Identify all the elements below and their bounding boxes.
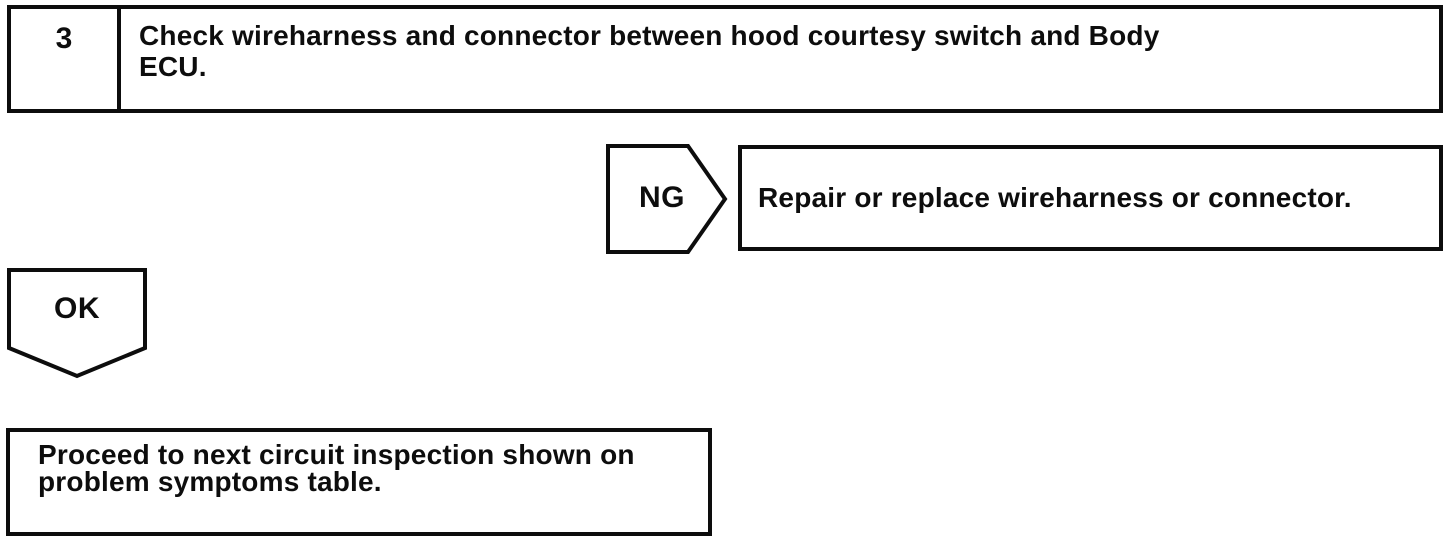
step-instruction-text: Check wireharness and connector between … [139,20,1160,82]
ok-action-box: Proceed to next circuit inspection shown… [6,428,712,536]
step-number-cell: 3 [11,9,121,109]
ng-pentagon-icon [606,144,728,254]
step-number: 3 [55,22,73,55]
ok-label: OK [54,292,100,325]
ok-pentagon-icon [7,268,147,379]
step-box: 3 Check wireharness and connector betwee… [7,5,1443,113]
ng-action-box: Repair or replace wireharness or connect… [738,145,1443,251]
ng-label: NG [639,181,685,214]
ng-action-text: Repair or replace wireharness or connect… [758,182,1352,213]
